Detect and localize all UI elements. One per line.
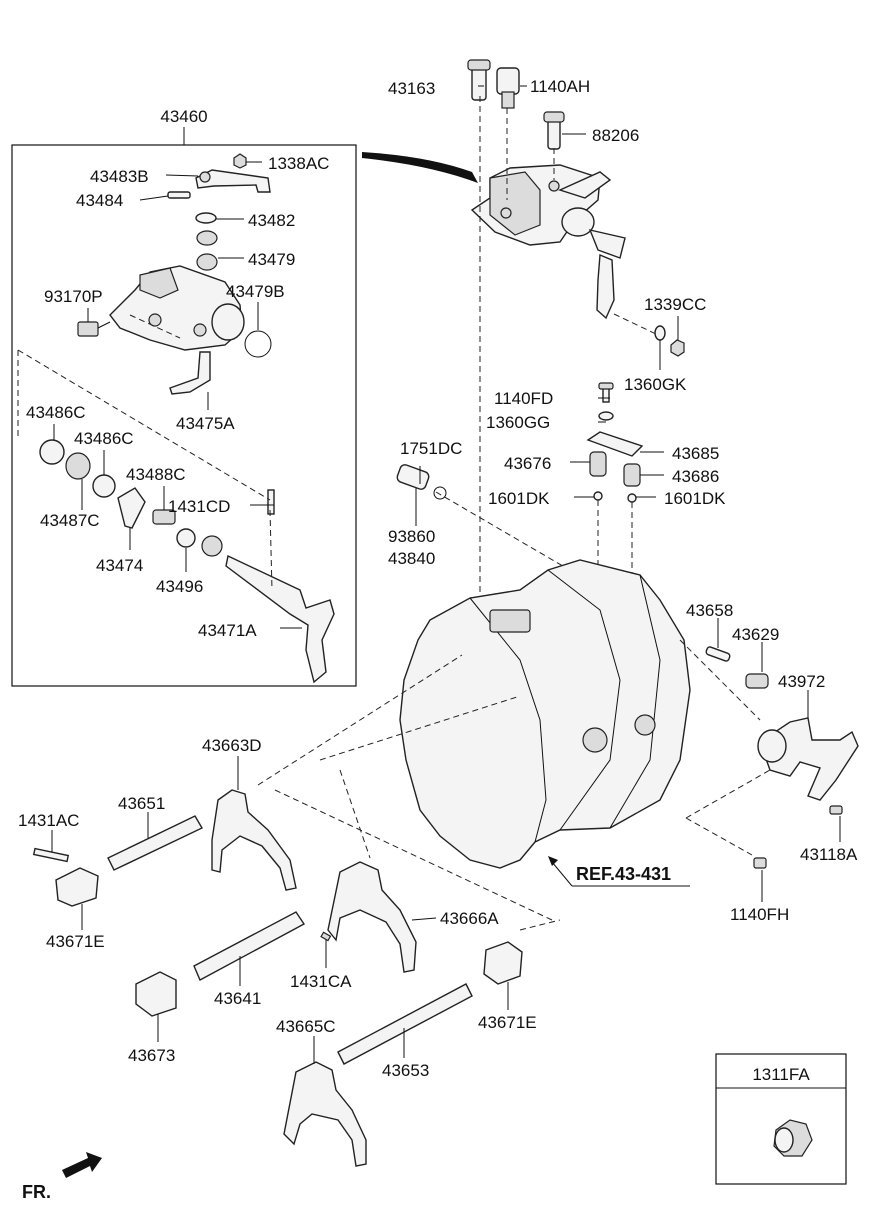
label-1601DK-a: 1601DK bbox=[488, 489, 550, 508]
label-43479B: 43479B bbox=[226, 282, 285, 301]
label-43163: 43163 bbox=[388, 79, 435, 98]
label-43488C: 43488C bbox=[126, 465, 186, 484]
part-labels: 43460 43163 1140AH 88206 43483B 1338AC 4… bbox=[18, 77, 858, 1202]
label-93860: 93860 bbox=[388, 527, 435, 546]
label-43671E-b: 43671E bbox=[478, 1013, 537, 1032]
label-43972: 43972 bbox=[778, 672, 825, 691]
lever-assembly-43972 bbox=[705, 646, 859, 869]
shift-control-housing bbox=[467, 59, 626, 320]
label-1360GG: 1360GG bbox=[486, 413, 550, 432]
label-43486C-a: 43486C bbox=[26, 403, 86, 422]
label-43685: 43685 bbox=[672, 444, 719, 463]
label-88206: 88206 bbox=[592, 126, 639, 145]
label-43666A: 43666A bbox=[440, 909, 499, 928]
label-43460: 43460 bbox=[160, 107, 207, 126]
label-1431CA: 1431CA bbox=[290, 972, 352, 991]
label-43665C: 43665C bbox=[276, 1017, 336, 1036]
label-1360GK: 1360GK bbox=[624, 375, 687, 394]
label-93170P: 93170P bbox=[44, 287, 103, 306]
label-front: FR. bbox=[22, 1182, 51, 1202]
label-43653: 43653 bbox=[382, 1061, 429, 1080]
front-direction-arrow bbox=[62, 1152, 102, 1178]
label-43676: 43676 bbox=[504, 454, 551, 473]
label-43484: 43484 bbox=[76, 191, 123, 210]
label-ref-43-431: REF.43-431 bbox=[576, 864, 671, 884]
label-1431CD: 1431CD bbox=[168, 497, 230, 516]
label-43496: 43496 bbox=[156, 577, 203, 596]
part-1311FA-box bbox=[715, 1053, 847, 1185]
label-1431AC: 1431AC bbox=[18, 811, 79, 830]
label-1751DC: 1751DC bbox=[400, 439, 462, 458]
label-43482: 43482 bbox=[248, 211, 295, 230]
label-1140FH: 1140FH bbox=[730, 905, 789, 924]
label-43840: 43840 bbox=[388, 549, 435, 568]
leader-lines bbox=[51, 85, 841, 1064]
label-1338AC: 1338AC bbox=[268, 154, 329, 173]
shift-forks-and-rods bbox=[32, 789, 523, 1167]
nut-1311FA bbox=[773, 1119, 813, 1157]
label-43641: 43641 bbox=[214, 989, 261, 1008]
inset-parts bbox=[39, 153, 335, 684]
label-43479: 43479 bbox=[248, 250, 295, 269]
label-43475A: 43475A bbox=[176, 414, 235, 433]
transmission-case bbox=[399, 559, 691, 869]
label-43686: 43686 bbox=[672, 467, 719, 486]
label-43471A: 43471A bbox=[198, 621, 257, 640]
label-1601DK-b: 1601DK bbox=[664, 489, 726, 508]
label-1339CC: 1339CC bbox=[644, 295, 706, 314]
label-43483B: 43483B bbox=[90, 167, 149, 186]
label-43474: 43474 bbox=[96, 556, 143, 575]
label-43487C: 43487C bbox=[40, 511, 100, 530]
label-43671E-a: 43671E bbox=[46, 932, 105, 951]
inset-pointer-arrow bbox=[362, 152, 478, 183]
label-1140FD: 1140FD bbox=[494, 389, 553, 408]
label-43673: 43673 bbox=[128, 1046, 175, 1065]
label-43651: 43651 bbox=[118, 794, 165, 813]
label-43118A: 43118A bbox=[800, 845, 858, 864]
label-43663D: 43663D bbox=[202, 736, 262, 755]
label-1311FA: 1311FA bbox=[752, 1065, 810, 1084]
label-43629: 43629 bbox=[732, 625, 779, 644]
label-1140AH: 1140AH bbox=[530, 77, 590, 96]
label-43486C-b: 43486C bbox=[74, 429, 134, 448]
label-43658: 43658 bbox=[686, 601, 733, 620]
